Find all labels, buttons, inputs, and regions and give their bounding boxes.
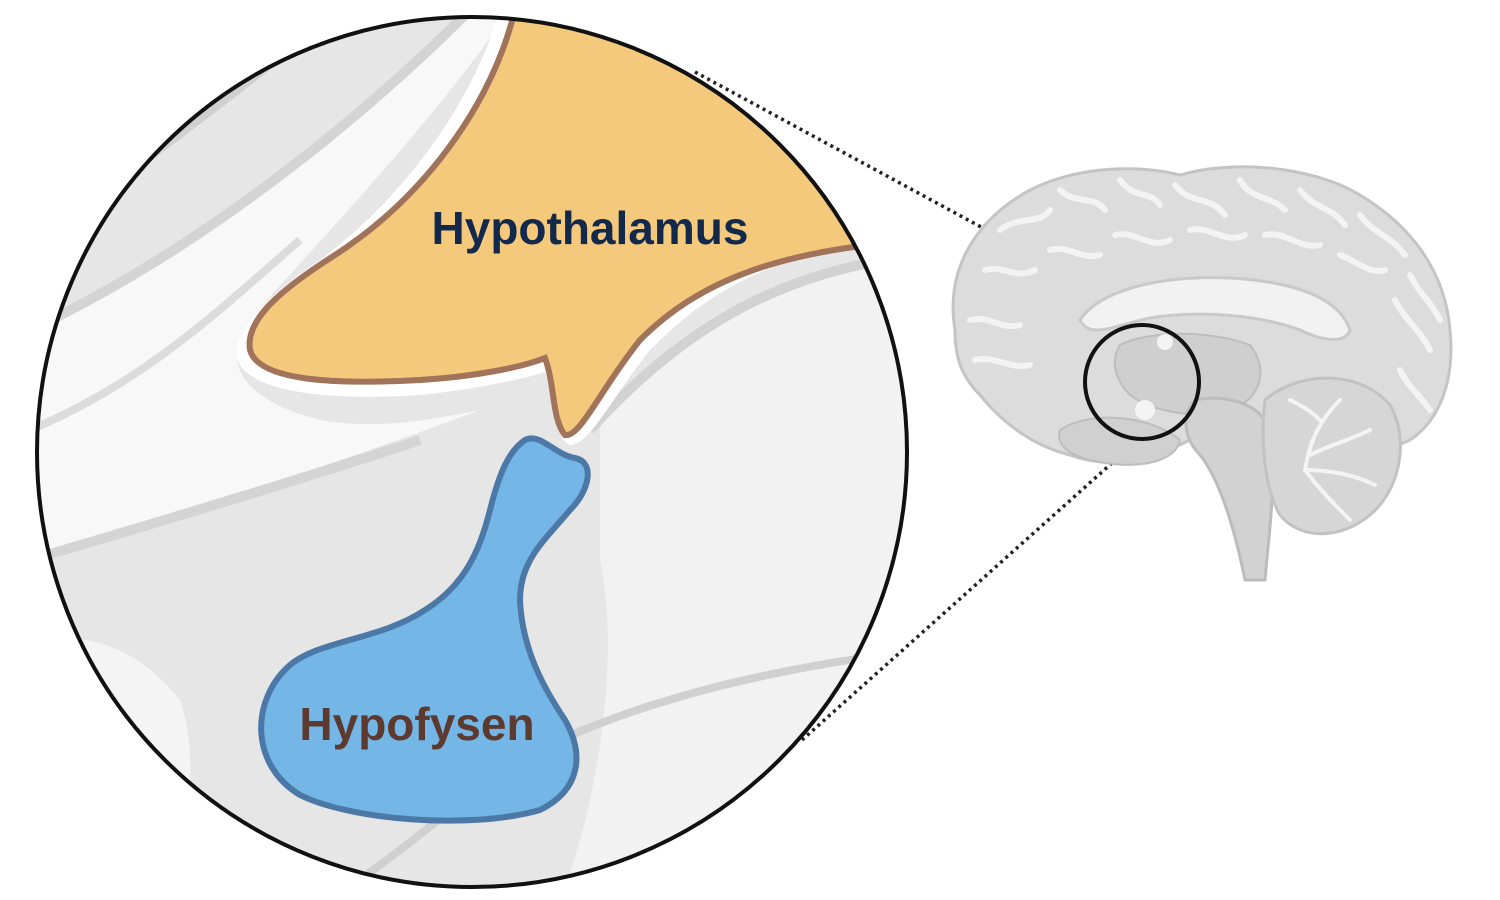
brain-illustration: [951, 165, 1453, 582]
hypothalamus-label: Hypothalamus: [432, 202, 749, 254]
hypofysen-shape: [258, 435, 591, 824]
tissue-band-upper: [37, 17, 510, 560]
tissue-band-upper-edge: [37, 17, 474, 335]
tissue-band-lower-edge: [37, 435, 422, 565]
temporal-lobe: [1058, 416, 1182, 466]
brain-pituitary-hint: [1135, 400, 1155, 420]
cerebellum-arbor: [1288, 398, 1377, 522]
brain-magnifier-circle: [1083, 323, 1201, 441]
brain-ventricle-hint: [1157, 334, 1173, 350]
tissue-arc-2: [37, 236, 303, 434]
hypofysen-label: Hypofysen: [299, 698, 534, 750]
brainstem: [1184, 396, 1275, 582]
corpus-callosum: [1078, 276, 1352, 341]
zoom-circle-outline: [35, 15, 909, 889]
cerebellum: [1261, 376, 1402, 536]
brain-gyri: [967, 177, 1443, 413]
connector-line-bottom: [800, 436, 1142, 742]
